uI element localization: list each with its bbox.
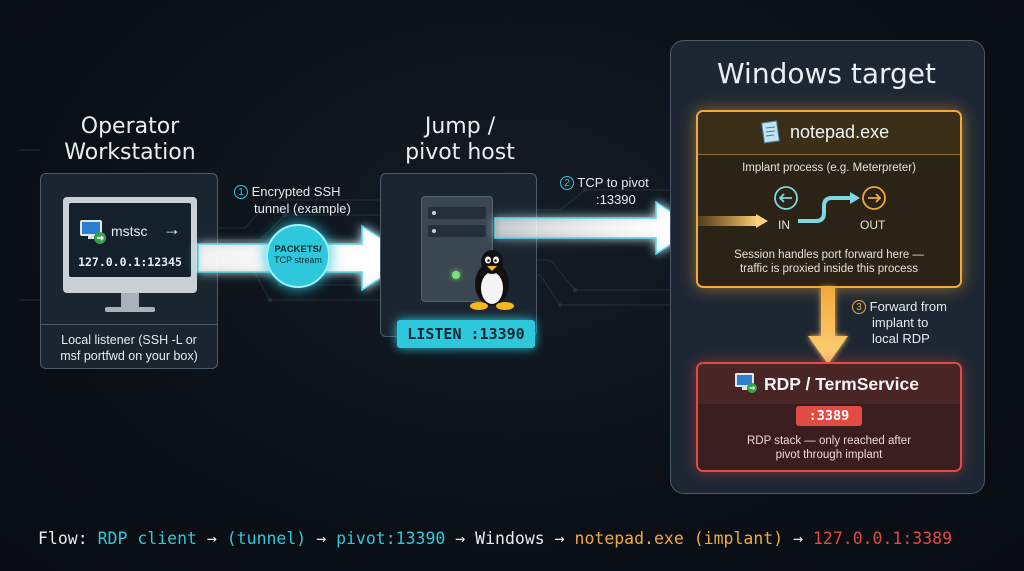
- flow-arrow: →: [206, 529, 217, 548]
- operator-panel: mstsc → 127.0.0.1:12345 Local listener (…: [40, 173, 218, 369]
- mstsc-label: mstsc: [111, 223, 148, 239]
- pivot-link-label: 2 TCP to pivot :13390: [560, 174, 690, 208]
- step-3-badge: 3: [852, 300, 866, 314]
- packets-label: PACKETS/: [274, 244, 322, 255]
- operator-title: Operator Workstation: [64, 114, 196, 165]
- status-led: [452, 271, 460, 279]
- windows-title: Windows target: [716, 57, 937, 90]
- flow-arrow: →: [793, 529, 804, 548]
- pivot-title: Jump / pivot host: [405, 114, 515, 165]
- notepad-title: notepad.exe: [790, 122, 890, 142]
- monitor-base: [105, 307, 155, 312]
- packets-bubble: PACKETS/ TCP stream: [266, 224, 330, 288]
- rdp-title: RDP / TermService: [764, 374, 919, 394]
- notepad-icon: [760, 120, 782, 151]
- listen-badge: LISTEN :13390: [397, 320, 535, 348]
- flow-rdp-client: RDP client: [97, 529, 197, 548]
- remote-desktop-icon: [79, 219, 107, 250]
- panel-divider: [41, 324, 217, 325]
- flow-implant: notepad.exe (implant): [574, 529, 784, 548]
- notepad-caption: Session handles port forward here — traf…: [734, 249, 924, 275]
- notepad-subtitle: Implant process (e.g. Meterpreter): [742, 162, 916, 174]
- monitor-screen: mstsc → 127.0.0.1:12345: [69, 203, 191, 277]
- operator-caption: Local listener (SSH -L or msf portfwd on…: [60, 333, 198, 363]
- notepad-header: [698, 112, 960, 155]
- flow-windows: Windows: [475, 529, 545, 548]
- local-address: 127.0.0.1:12345: [78, 255, 182, 269]
- in-out-flow: [698, 186, 886, 228]
- flow-prefix: Flow:: [38, 529, 88, 548]
- rdp-caption: RDP stack — only reached after pivot thr…: [746, 435, 912, 461]
- notepad-card: notepad.exe Implant process (e.g. Meterp…: [696, 110, 962, 288]
- in-label: IN: [778, 218, 790, 232]
- drive-bay-1: [428, 207, 486, 219]
- tcp-stream-label: TCP stream: [274, 255, 322, 265]
- drive-bay-2: [428, 225, 486, 237]
- rdp-port-badge: :3389: [796, 406, 862, 426]
- flow-arrow: →: [455, 529, 466, 548]
- app-arrow: →: [163, 219, 181, 239]
- flow-tunnel: (tunnel): [226, 529, 307, 548]
- rdp-card: RDP / TermService :3389 RDP stack — only…: [696, 362, 962, 472]
- monitor-stand: [121, 293, 139, 307]
- step-1-badge: 1: [234, 185, 248, 199]
- tunnel-label: 1 Encrypted SSH tunnel (example): [234, 183, 384, 217]
- flow-arrow: →: [316, 529, 327, 548]
- flow-summary: Flow: RDP client → (tunnel) → pivot:1339…: [38, 529, 952, 548]
- flow-arrow: →: [554, 529, 565, 548]
- monitor: mstsc → 127.0.0.1:12345: [63, 197, 197, 293]
- flow-pivot: pivot:13390: [336, 529, 446, 548]
- step-2-badge: 2: [560, 176, 574, 190]
- flow-rdp-local: 127.0.0.1:3389: [812, 529, 953, 548]
- forward-label: 3 Forward from implant to local RDP: [852, 299, 972, 347]
- out-label: OUT: [860, 218, 886, 232]
- rdp-icon: [734, 372, 758, 399]
- linux-penguin-icon: [467, 248, 517, 315]
